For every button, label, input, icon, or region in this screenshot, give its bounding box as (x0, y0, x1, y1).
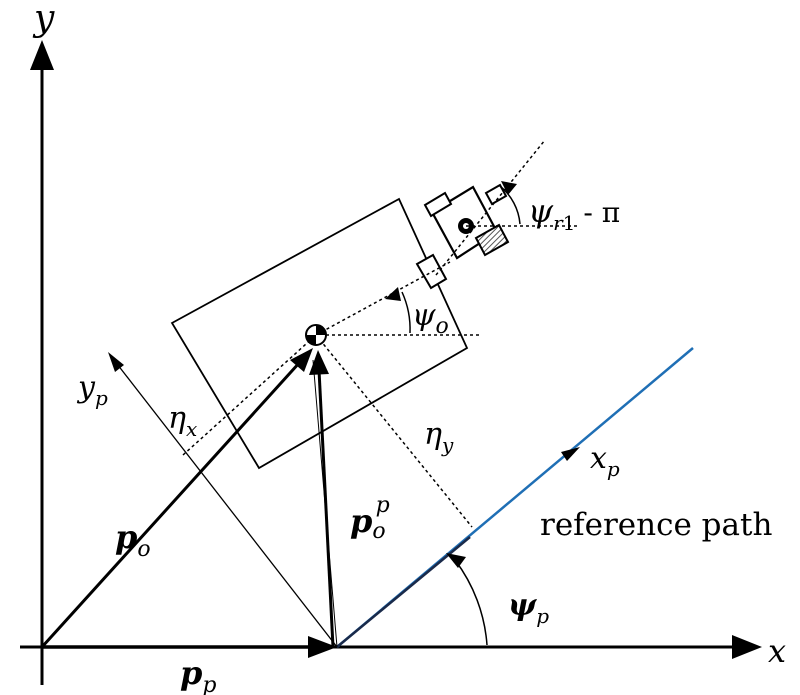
robot-heading-line (435, 139, 546, 276)
reference-path-start (336, 536, 471, 648)
po-arrowhead (290, 348, 313, 372)
pp-label: pp (180, 654, 216, 695)
psi-o-arc-arrowhead (385, 287, 401, 301)
pop-arrowhead (309, 350, 329, 375)
xp-arrowhead (561, 447, 580, 461)
reference-path-label: reference path (540, 507, 772, 543)
eta-x-line (182, 334, 317, 456)
robot-module (415, 183, 510, 290)
psi-o-label: ψo (412, 298, 449, 339)
psi-p-arc-arrowhead (446, 553, 466, 568)
xp-label: xp (590, 441, 620, 481)
psi-p-arc (454, 559, 488, 646)
object-center-marker (305, 324, 327, 346)
pp-arrowhead (308, 636, 337, 658)
path-origin-to-object-thin (312, 359, 338, 648)
eta-y-line (315, 334, 473, 528)
path-frame-yp-axis (113, 359, 338, 648)
x-axis-arrowhead (732, 635, 762, 659)
po-label: po (115, 518, 151, 562)
psi-r1-arc (499, 185, 521, 225)
psi-o-arc (401, 291, 411, 334)
psi-r1-arc-arrowhead (501, 181, 517, 195)
po-vector (40, 360, 302, 649)
y-axis-label: y (32, 0, 55, 39)
pop-label: pop (350, 493, 390, 544)
psi-p-label: ψp (508, 588, 549, 628)
pop-vector (317, 369, 335, 648)
object-heading-line (315, 261, 451, 336)
yp-arrowhead (108, 352, 124, 372)
psi-r1-label: ψr1- π (528, 192, 620, 235)
eta-x-label: ηx (168, 401, 197, 441)
x-axis-label: x (768, 632, 786, 670)
cart-body (170, 197, 469, 470)
eta-y-label: ηy (424, 417, 454, 457)
yp-label: yp (76, 370, 108, 410)
y-axis-arrowhead (30, 40, 54, 70)
